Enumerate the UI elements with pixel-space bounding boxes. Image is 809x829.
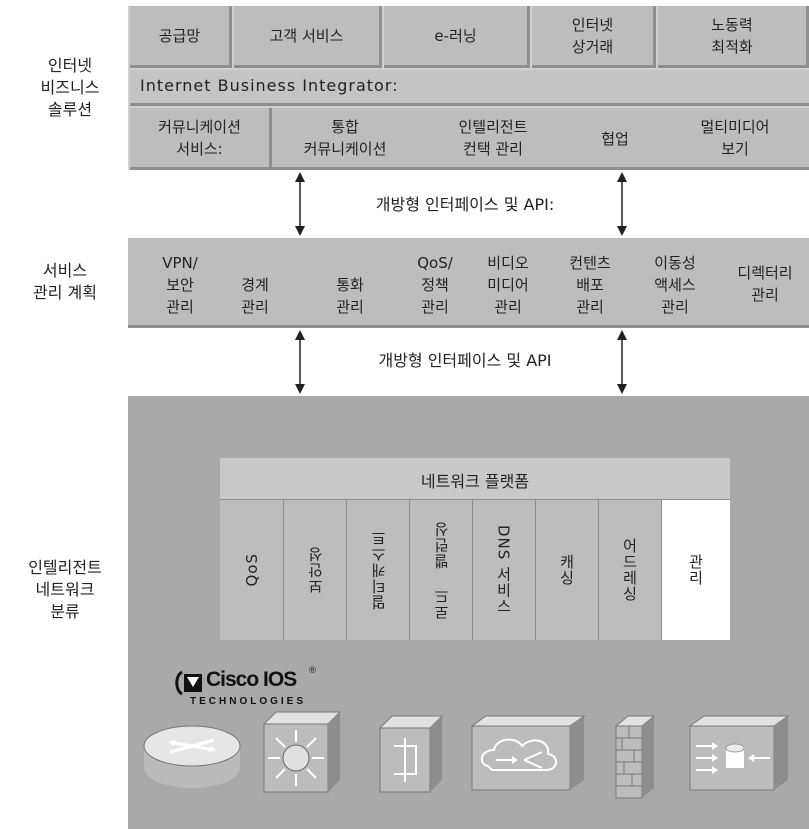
platform-column-caching: 캐싱 bbox=[535, 500, 598, 640]
top-row-item-workforce: 노동력 최적화 bbox=[658, 6, 809, 68]
integrator-label: Internet Business Integrator: bbox=[140, 76, 399, 95]
label-intelligent-network-classification: 인텔리전트 네트워크 분류 bbox=[28, 558, 102, 621]
service-item-vpn-security: VPN/ 보안 관리 bbox=[162, 254, 198, 316]
firewall-icon bbox=[614, 715, 656, 799]
platform-column-dns-service: DNS 서비스 bbox=[472, 500, 535, 640]
comm-row-item-unified-communication: 통합 커뮤니케이션 bbox=[303, 118, 387, 158]
service-item-mobility-access: 이동성 액세스 관리 bbox=[654, 254, 696, 316]
network-platform-title: 네트워크 플랫폼 bbox=[420, 472, 530, 491]
service-item-qos-policy: QoS/ 정책 관리 bbox=[417, 254, 453, 316]
double-arrow-icon bbox=[617, 330, 627, 394]
double-arrow-icon bbox=[617, 172, 627, 236]
open-interface-label-2: 개방형 인터페이스 및 API bbox=[378, 351, 552, 370]
comm-row-item-multimedia-view: 멀티미디어 보기 bbox=[700, 118, 770, 158]
platform-column-security: 보안성 bbox=[283, 500, 346, 640]
platform-column-load-balancing: 로드 밸런싱 bbox=[409, 500, 472, 640]
top-row-item-customer-service: 고객 서비스 bbox=[234, 6, 382, 68]
double-arrow-icon bbox=[295, 172, 305, 236]
layer3-switch-icon bbox=[378, 715, 444, 793]
service-item-directory: 디렉터리 관리 bbox=[737, 264, 793, 304]
platform-column-addressing: 어드레싱 bbox=[598, 500, 661, 640]
logo-registered-mark: ® bbox=[308, 666, 317, 676]
comm-row-item-intelligent-contact: 인텔리전트 컨택 관리 bbox=[458, 118, 528, 158]
comm-row-item-communication-services: 커뮤니케이션 서비스: bbox=[130, 108, 272, 170]
cisco-mark-icon bbox=[175, 670, 202, 696]
router-icon bbox=[143, 725, 241, 788]
network-platform-columns: QoS 보안성 멀티캐스트 로드 밸런싱 DNS 서비스 캐싱 어드레싱 관리 bbox=[220, 500, 730, 640]
platform-column-management: 관리 bbox=[661, 500, 730, 640]
service-item-perimeter: 경계 관리 bbox=[241, 276, 269, 316]
service-item-content-distribution: 컨텐츠 배포 관리 bbox=[569, 254, 611, 316]
service-item-video-media: 비디오 미디어 관리 bbox=[487, 254, 529, 316]
platform-column-qos: QoS bbox=[220, 500, 283, 640]
logo-sub-text: TECHNOLOGIES bbox=[190, 696, 307, 707]
storage-network-icon bbox=[688, 715, 790, 791]
top-row-item-supply-chain: 공급망 bbox=[130, 6, 232, 68]
logo-brand-text: Cisco IOS bbox=[206, 668, 297, 691]
label-internet-business-solution: 인터넷 비즈니스 솔루션 bbox=[40, 56, 100, 119]
double-arrow-icon bbox=[295, 330, 305, 394]
network-platform-header: 네트워크 플랫폼 bbox=[220, 458, 730, 500]
top-row-item-ecommerce: 인터넷 상거래 bbox=[532, 6, 656, 68]
comm-row-item-collaboration: 협업 bbox=[601, 130, 629, 148]
cisco-ios-logo: Cisco IOS ® TECHNOLOGIES bbox=[172, 666, 322, 716]
open-interface-label-1: 개방형 인터페이스 및 API: bbox=[375, 195, 555, 214]
service-management-panel bbox=[128, 238, 809, 328]
cloud-network-icon bbox=[470, 715, 586, 791]
top-row-item-elearning: e-러닝 bbox=[384, 6, 530, 68]
switch-icon bbox=[262, 711, 342, 793]
comm-row-panel bbox=[272, 108, 809, 170]
service-item-call: 통화 관리 bbox=[336, 276, 364, 316]
integrator-bar: Internet Business Integrator: bbox=[130, 70, 809, 106]
label-service-management-plan: 서비스 관리 계획 bbox=[33, 261, 97, 302]
platform-column-multicast: 멀티캐스트 bbox=[346, 500, 409, 640]
